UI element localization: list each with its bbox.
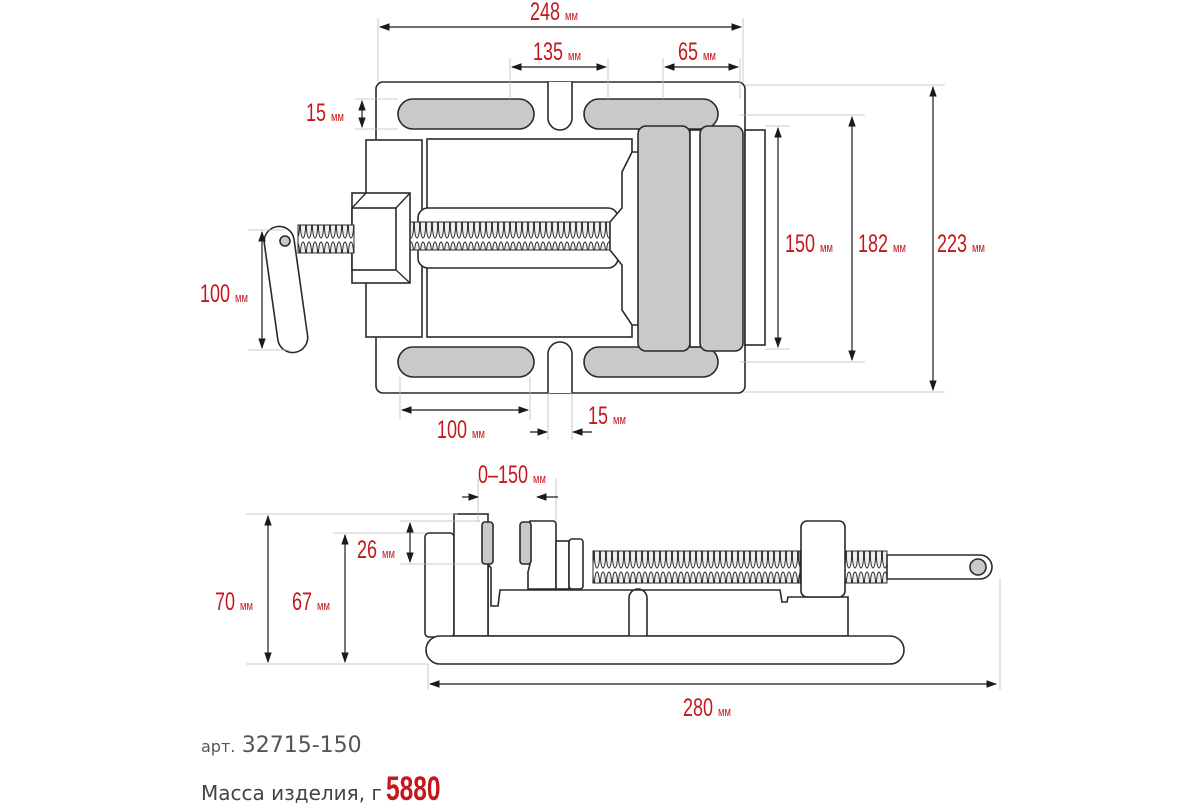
notch-top [547,82,573,131]
dim-label-100-slot: 100 мм [437,415,485,444]
handle-pin [279,235,291,247]
side-view: 0–150 мм 26 мм 70 мм 67 мм 280 мм [215,460,1001,722]
collar-1 [555,540,570,590]
dim-label-100-handle: 100 мм [200,279,248,308]
base-bar [425,635,905,665]
dim-label-135: 135 мм [533,37,581,66]
handle-lever [263,225,309,354]
screw-top [397,221,614,251]
collar-2 [568,538,584,590]
top-view: 248 мм 135 мм 65 мм 15 мм 150 мм 182 мм … [200,0,985,444]
dim-label-182: 182 мм [858,229,906,258]
dim-label-248: 248 мм [530,0,578,26]
moving-jaw-side [527,520,557,590]
dim-label-0-150: 0–150 мм [478,460,546,489]
jaw-pad-left [481,521,494,565]
handle-eye-hole [969,558,987,576]
article-value: 32715-150 [241,733,362,758]
fixed-jaw-pad [699,125,744,352]
handle-eye [886,554,993,580]
article-line: арт. 32715-150 [201,733,362,758]
slot-bottom-left [397,346,535,378]
slot-top-left [397,98,535,130]
dim-label-280: 280 мм [683,693,731,722]
article-label: арт. [201,737,236,756]
nut-side [800,520,846,598]
slot-top-right [583,98,719,130]
dim-label-26: 26 мм [357,535,395,564]
dim-label-150: 150 мм [785,229,833,258]
dim-label-223: 223 мм [937,229,985,258]
screw-side [592,550,801,584]
rear-plate [744,129,766,346]
dim-label-15-top: 15 мм [306,98,344,127]
handle-screw [297,224,355,254]
dim-label-67: 67 мм [292,587,330,616]
notch-bottom [547,341,573,393]
dim-label-65: 65 мм [678,37,716,66]
dim-label-15-notch: 15 мм [588,401,626,430]
moving-jaw [637,125,691,352]
nut-block [351,192,411,284]
fixed-jaw-side [424,532,455,638]
screw-side-right [844,550,888,584]
dim-label-70: 70 мм [215,587,253,616]
mass-value: 5880 [385,770,441,808]
body-side [487,561,849,637]
mass-label: Масса изделия, г [201,781,382,805]
jaw-pad-right [519,521,532,565]
